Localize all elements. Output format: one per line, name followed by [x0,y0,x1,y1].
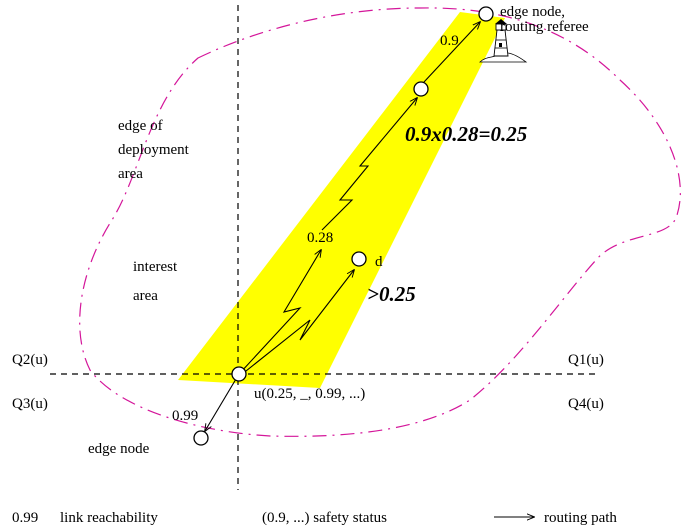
label-link-top: 0.9 [440,33,459,49]
label-interest-2: area [133,288,158,304]
node-d [351,251,367,267]
legend-safety-text: (0.9, ...) safety status [262,510,387,526]
routing-path-u-to-relay [239,250,321,374]
legend: 0.99 link reachability (0.9, ...) safety… [12,510,617,526]
node-edge [193,430,209,446]
label-q2: Q2(u) [12,352,48,368]
routing-path-relay-to-mid [321,98,417,231]
node-relay [413,81,429,97]
legend-reachability-text: link reachability [60,510,158,526]
deployment-area-boundary [79,7,681,437]
label-edge-referee-1: edge node, [500,4,565,20]
routing-path-u-to-d [240,270,354,376]
label-q1: Q1(u) [568,352,604,368]
node-u [231,366,247,382]
legend-routing-text: routing path [544,510,617,526]
label-node-d: d [375,254,383,270]
label-interest-1: interest [133,259,178,275]
label-q3: Q3(u) [12,396,48,412]
label-deployment-1: edge of [118,118,163,134]
label-link-bottom: 0.99 [172,408,198,424]
label-deployment-2: deployment [118,142,190,158]
label-threshold: >0.25 [367,282,416,306]
label-edge-referee-2: routing referee [500,19,589,35]
lighthouse-icon [479,19,528,63]
label-node-u: u(0.25, _, 0.99, ...) [254,386,365,402]
label-deployment-3: area [118,166,143,182]
node-referee [478,6,494,22]
legend-reachability-value: 0.99 [12,510,38,526]
label-product: 0.9x0.28=0.25 [405,122,527,146]
routing-path-mid-to-referee [423,22,480,83]
routing-path-u-to-edge [205,378,237,431]
label-q4: Q4(u) [568,396,604,412]
label-link-mid: 0.28 [307,230,333,246]
label-edge-node: edge node [88,441,150,457]
